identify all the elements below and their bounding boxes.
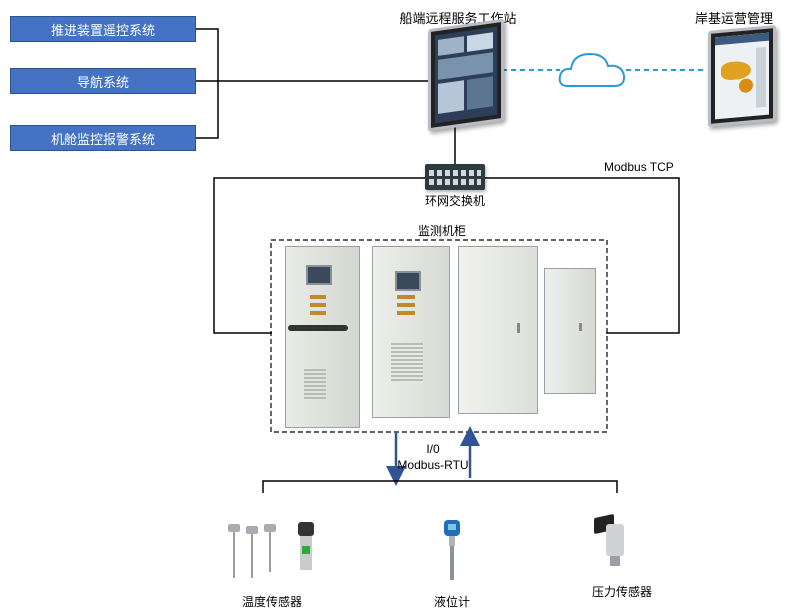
cabinet-4: [544, 268, 596, 394]
shore-screen: [715, 32, 769, 120]
modbus-tcp-label: Modbus TCP: [604, 160, 674, 174]
shore-monitor: [708, 25, 776, 127]
left-systems-bracket: [196, 28, 219, 139]
propulsion-remote-control-label: 推进装置遥控系统: [50, 22, 155, 38]
engine-room-alarm-box: 机舱监控报警系统: [10, 125, 196, 151]
ring-switch-icon: [425, 164, 485, 190]
workstation-screen: [435, 26, 497, 124]
cabinet-1: [285, 246, 360, 428]
pressure-sensor-label: 压力传感器: [591, 585, 653, 599]
workstation-monitor: [428, 18, 504, 132]
io-label: I/0: [426, 442, 440, 456]
navigation-system-label: 导航系统: [76, 74, 129, 90]
engine-room-alarm-label: 机舱监控报警系统: [50, 131, 155, 147]
cabinet-2: [372, 246, 450, 418]
cabinet-group-label: 监测机柜: [417, 224, 467, 238]
temperature-sensor-icon: [222, 522, 322, 582]
cabinet-3: [458, 246, 538, 414]
modbus-rtu-label: Modbus-RTU: [397, 458, 469, 472]
level-gauge-label: 液位计: [433, 595, 471, 609]
ring-network-left: [213, 177, 425, 334]
temperature-sensor-label: 温度传感器: [241, 595, 303, 609]
cabinet-group-border: [270, 239, 608, 433]
shore-management-label: 岸基运营管理: [694, 11, 774, 26]
cloud-icon: [558, 52, 626, 87]
propulsion-remote-control-box: 推进装置遥控系统: [10, 16, 196, 42]
sensor-bracket: [262, 480, 618, 493]
ring-switch-label: 环网交换机: [424, 194, 486, 208]
pressure-sensor-icon: [594, 513, 640, 568]
ring-network-right: [485, 177, 680, 334]
navigation-system-box: 导航系统: [10, 68, 196, 94]
level-gauge-icon: [444, 520, 460, 580]
